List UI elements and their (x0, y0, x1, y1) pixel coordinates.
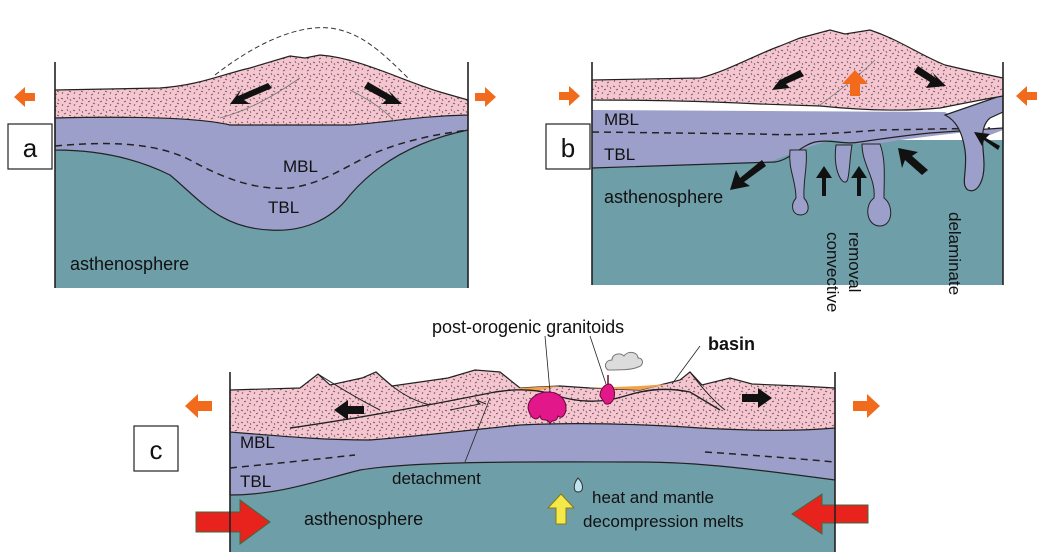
panel-c-mbl-tbl-boundary-right (704, 451, 836, 463)
panel-c-extension-arrow-crust-right (742, 388, 772, 408)
panel-b-flow-arrow-3 (851, 166, 867, 196)
panel-b-convective-label: convective (823, 232, 842, 312)
panel-b-drip-3 (861, 143, 892, 227)
panel-c-shear-half-arrow (449, 399, 487, 411)
panel-c-volcanic-plume (604, 351, 643, 371)
panel-b-removal-label: removal (845, 232, 864, 292)
panel-a: a MBL TBL asthenosphere (7, 27, 496, 288)
panel-a-letter-box (7, 123, 53, 170)
panel-b-mbl-tbl-boundary (591, 127, 991, 136)
panel-a-lithosphere (54, 99, 469, 231)
panel-c-label-leader-basin (671, 345, 701, 385)
panel-c-asthenosphere-arrow-left (195, 499, 271, 545)
panel-b-crust (591, 29, 1004, 111)
panel-a-collapse-arrow-right (364, 82, 402, 104)
panel-a-fault-line-left (219, 77, 301, 119)
panel-c-label-leader-granitoid-2 (589, 335, 607, 385)
panel-a-mbl-tbl-boundary (54, 129, 469, 190)
panel-c-mbl-tbl-boundary-left (229, 454, 356, 469)
panel-c-granitoid-pluton (527, 391, 567, 426)
panel-b-collapse-arrow-right (914, 66, 946, 88)
panel-b-letter-box (545, 123, 591, 170)
panel-c-heat-label-line1: heat and mantle (592, 488, 714, 507)
panel-b-flow-arrow-2 (816, 166, 832, 196)
panel-c-letter-box (133, 425, 179, 472)
panel-c-melt-droplet (573, 477, 583, 493)
panel-b-asthenosphere-label: asthenosphere (604, 187, 723, 207)
panel-c-label-leader-granitoid-1 (544, 335, 551, 393)
panel-b-compression-arrow-right (1016, 86, 1037, 106)
panel-a-letter: a (23, 133, 38, 163)
panel-a-extension-arrow-left (14, 87, 35, 107)
panel-c: c post-orogenic granitoids basin MBL TBL… (133, 317, 880, 552)
panel-c-mbl-label: MBL (240, 433, 275, 452)
panel-b-drip-1 (789, 149, 809, 216)
panel-b-letter: b (561, 133, 575, 163)
panel-b-drip-2 (834, 144, 853, 183)
panel-b: b MBL TBL asthenosphere convective remov… (545, 29, 1037, 312)
panel-a-asthenosphere-label: asthenosphere (70, 254, 189, 274)
panel-a-collapse-arrow-left (230, 83, 272, 104)
panel-a-extension-arrow-right (475, 87, 496, 107)
panel-c-basin-fill (518, 384, 668, 392)
panel-c-heat-arrow (546, 493, 576, 525)
panel-c-normal-fault-3 (689, 371, 726, 411)
panel-a-mbl-label: MBL (283, 157, 318, 176)
panel-c-asthenosphere (230, 461, 835, 552)
panel-c-extension-arrow-right (853, 394, 880, 418)
panel-c-granitoids-label: post-orogenic granitoids (432, 317, 624, 337)
panel-b-delaminate-label: delaminate (945, 212, 964, 295)
panel-c-normal-fault-2 (375, 371, 431, 406)
panel-c-normal-fault-1 (317, 373, 381, 411)
panel-b-collapse-arrow-left (772, 70, 804, 90)
panel-b-lithosphere (592, 95, 1003, 168)
panel-b-flow-arrow-4 (898, 148, 928, 175)
panel-c-basin-label: basin (708, 334, 755, 354)
panel-c-letter: c (150, 435, 163, 465)
panel-c-asthenosphere-label: asthenosphere (304, 509, 423, 529)
panel-a-fault-line-right (349, 89, 396, 123)
panel-a-tbl-label: TBL (268, 198, 299, 217)
panel-b-flow-arrow-5 (974, 132, 1000, 150)
panel-c-label-leader-detachment (464, 397, 491, 463)
panel-c-detachment-label: detachment (392, 469, 481, 488)
panel-c-granitoid-dyke (599, 383, 615, 405)
panel-c-heat-label-line2: decompression melts (583, 512, 744, 531)
panel-c-extension-arrow-left (185, 394, 212, 418)
panel-b-flow-arrow-1 (730, 160, 766, 190)
panel-c-asthenosphere-arrow-right (791, 493, 869, 535)
panel-a-eroded-profile (214, 27, 411, 81)
panel-c-extension-arrow-crust-left (334, 400, 364, 420)
panel-b-mbl-label: MBL (604, 110, 639, 129)
panel-b-uplift-arrow (842, 70, 868, 96)
panel-b-compression-arrow-left (559, 86, 580, 106)
panel-c-tbl-label: TBL (240, 472, 271, 491)
panel-b-tbl-label: TBL (604, 145, 635, 164)
